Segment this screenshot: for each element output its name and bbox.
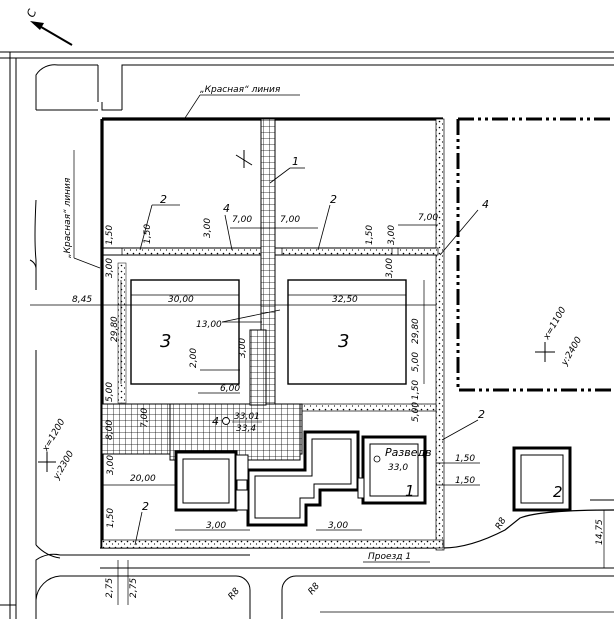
- dim-29-80: 29,80: [411, 318, 421, 344]
- red-line-left-label: „Красная“ линия: [63, 177, 73, 258]
- building-4-label: 4: [212, 415, 219, 428]
- building-4-elev-top: 33,01: [234, 412, 260, 422]
- mark-2b: 2: [330, 193, 337, 206]
- dim-7-00: 7,00: [140, 408, 150, 428]
- dim-13-00: 13,00: [196, 320, 222, 330]
- dim-14-75: 14,75: [595, 519, 605, 545]
- dim-1-50: 1,50: [455, 476, 475, 486]
- paving-grid: [101, 118, 303, 461]
- building-1-elevation: 33,0: [388, 463, 408, 473]
- dimension-texts: 7,00 7,00 7,00 7,00 3,00 3,00 3,00 3,00 …: [72, 213, 605, 602]
- dim-3-00: 3,00: [203, 218, 213, 238]
- building-1-label: 1: [405, 482, 415, 500]
- dim-3-00: 3,00: [105, 258, 115, 278]
- mark-2d: 2: [142, 500, 149, 513]
- coord-y-right: y:2400: [559, 335, 584, 368]
- dim-8-45: 8,45: [72, 295, 92, 305]
- mark-1: 1: [292, 155, 299, 168]
- dim-1-50: 1,50: [105, 225, 115, 245]
- building-2-label: 2: [553, 483, 563, 501]
- dim-1-50: 1,50: [106, 508, 116, 528]
- dim-32-50: 32,50: [332, 295, 358, 305]
- mark-4b: 4: [482, 198, 489, 211]
- coord-y-left: y:2300: [51, 449, 76, 482]
- cross-markers: [38, 150, 555, 472]
- red-line-top-label: „Красная“ линия: [200, 85, 281, 95]
- dim-8-00: 8,00: [105, 420, 115, 440]
- dim-3-00: 3,00: [385, 258, 395, 278]
- benchmark-icon: [373, 455, 381, 463]
- mark-2c: 2: [478, 408, 485, 421]
- radius-r8: R8: [227, 586, 243, 602]
- dim-7-00: 7,00: [418, 213, 438, 223]
- building-3-left: 3: [130, 279, 240, 385]
- main-building: [174, 430, 427, 527]
- dim-5-00: 5,00: [411, 402, 421, 422]
- dim-29-80: 29,80: [110, 316, 120, 342]
- dim-7-00: 7,00: [280, 215, 300, 225]
- coord-x-right: x=1100: [541, 305, 568, 342]
- coord-x-left: x=1200: [40, 417, 67, 454]
- dim-3-00: 3,00: [328, 521, 348, 531]
- north-label: С: [24, 7, 39, 19]
- dim-30-00: 30,00: [168, 295, 194, 305]
- mark-4a: 4: [223, 202, 230, 215]
- building-3-right: 3: [287, 279, 407, 385]
- dim-6-00: 6,00: [220, 384, 240, 394]
- dim-3-00: 3,00: [106, 455, 116, 475]
- dim-2-75: 2,75: [129, 578, 139, 598]
- dim-1-50: 1,50: [143, 224, 153, 244]
- building-3-right-label: 3: [338, 331, 349, 352]
- dim-3-00: 3,00: [387, 225, 397, 245]
- dim-5-00: 5,00: [105, 382, 115, 402]
- north-arrow: С: [24, 7, 73, 46]
- dimension-lines: [30, 224, 605, 605]
- streets: [0, 51, 614, 619]
- dim-20-00: 20,00: [130, 474, 156, 484]
- benchmark-icon: [222, 417, 230, 425]
- dim-1-50: 1,50: [455, 454, 475, 464]
- radius-r8: R8: [307, 581, 323, 597]
- razved-label: Разведв: [385, 446, 432, 459]
- dim-3-00: 3,00: [206, 521, 226, 531]
- leader-marks: [134, 167, 479, 546]
- dim-7-00: 7,00: [232, 215, 252, 225]
- dim-2-75: 2,75: [105, 578, 115, 598]
- proezd-label: Проезд 1: [368, 552, 411, 562]
- mark-2a: 2: [160, 193, 167, 206]
- dim-1-50: 1,50: [365, 225, 375, 245]
- dim-5-00: 5,00: [411, 352, 421, 372]
- dim-1-50: 1,50: [411, 380, 421, 400]
- dim-3-00: 3,00: [238, 338, 248, 358]
- building-2-right: [512, 446, 572, 512]
- dim-2-00: 2,00: [189, 348, 199, 368]
- building-3-left-label: 3: [160, 331, 171, 352]
- building-4-elev-bottom: 33,4: [236, 424, 256, 434]
